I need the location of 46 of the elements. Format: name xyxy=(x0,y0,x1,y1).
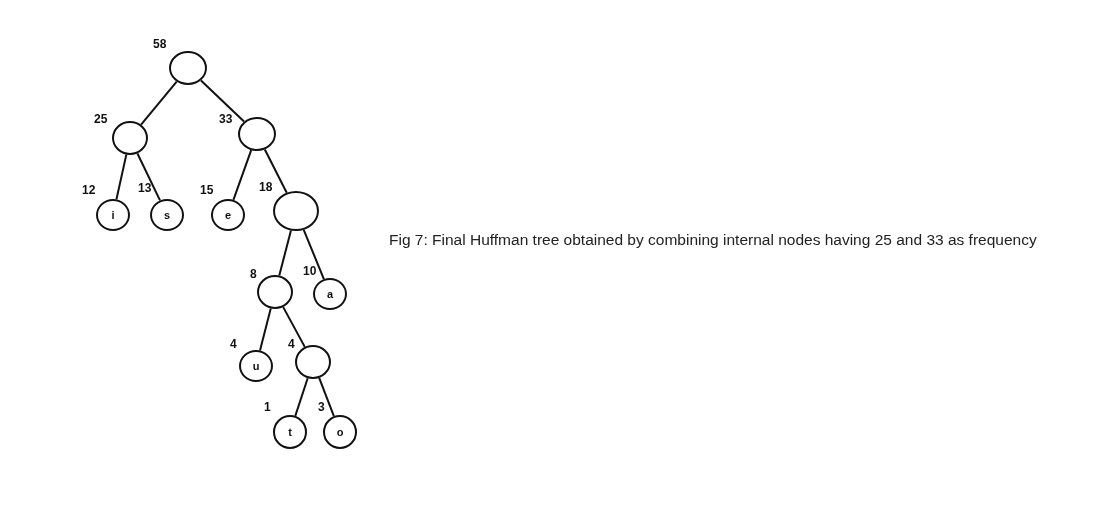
empty-tree-node xyxy=(295,345,331,379)
empty-tree-node xyxy=(169,51,207,85)
tree-edge xyxy=(263,148,288,194)
leaf-node xyxy=(96,199,130,231)
node-symbol: s xyxy=(163,209,171,221)
frequency-label: 1 xyxy=(264,401,271,413)
leaf-node xyxy=(150,199,184,231)
tree-edge xyxy=(282,306,306,348)
tree-edge xyxy=(136,152,161,202)
tree-edge xyxy=(232,149,253,201)
tree-edge xyxy=(115,153,128,201)
leaf-node xyxy=(211,199,245,231)
tree-edge xyxy=(294,377,309,417)
tree-edge xyxy=(259,307,272,352)
frequency-label: 25 xyxy=(94,113,108,125)
frequency-label: 13 xyxy=(138,182,152,194)
frequency-label: 18 xyxy=(259,181,273,193)
leaf-node xyxy=(239,350,273,382)
tree-edge xyxy=(278,229,292,277)
node-symbol: u xyxy=(252,360,260,372)
node-symbol: e xyxy=(224,209,232,221)
node-symbol: i xyxy=(111,209,115,221)
frequency-label: 33 xyxy=(219,113,233,125)
tree-edge xyxy=(140,80,178,126)
empty-tree-node xyxy=(273,191,319,231)
empty-tree-node xyxy=(257,275,293,309)
frequency-label: 58 xyxy=(153,38,167,50)
empty-tree-node xyxy=(112,121,148,155)
frequency-label: 10 xyxy=(303,265,317,277)
frequency-label: 4 xyxy=(288,338,295,350)
leaf-node xyxy=(323,415,357,449)
node-symbol: t xyxy=(288,426,292,438)
frequency-label: 8 xyxy=(250,268,257,280)
empty-tree-node xyxy=(238,117,276,151)
figure-caption: Fig 7: Final Huffman tree obtained by combining internal nodes having 25 and 33 as frequency xyxy=(389,230,1038,250)
frequency-label: 12 xyxy=(82,184,96,196)
leaf-node xyxy=(273,415,307,449)
frequency-label: 4 xyxy=(230,338,237,350)
leaf-node xyxy=(313,278,347,310)
tree-edge xyxy=(302,228,325,281)
node-symbol: a xyxy=(326,288,334,300)
frequency-label: 3 xyxy=(318,401,325,413)
node-symbol: o xyxy=(336,426,344,438)
tree-edge xyxy=(200,79,245,123)
tree-edge xyxy=(318,376,335,418)
frequency-label: 15 xyxy=(200,184,214,196)
